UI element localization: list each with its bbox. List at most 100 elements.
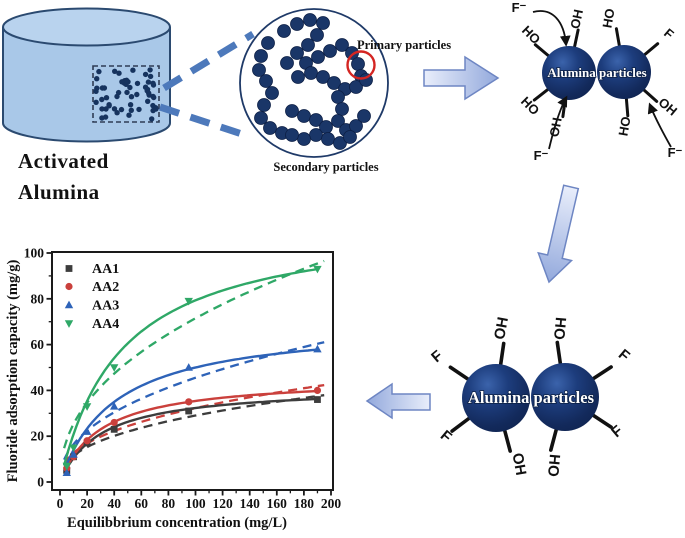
secondary-particle-dot [263,121,277,135]
legend-label-AA4: AA4 [92,317,119,332]
sample-dot [127,102,134,108]
x-tick-label: 60 [135,496,149,511]
ho-label: HO [519,23,543,47]
alumina-sphere [597,45,651,99]
isotherm-chart: Fluoride adsorption capacity (mg/g) Equi… [5,246,341,532]
secondary-particle-dot [311,50,325,64]
hydroxyl-bond-line [555,340,563,366]
secondary-particles-circle [239,8,389,158]
sample-dot [145,79,152,85]
sample-dot [115,89,122,96]
secondary-particle-dot [261,36,275,50]
secondary-particle-dot [280,56,294,70]
sample-dot [149,116,155,122]
sample-dot [94,85,100,91]
data-point-AA3 [313,344,322,353]
secondary-particle-dot [277,24,291,38]
hydroxyl-bond-line [591,413,613,429]
oh-label: OH [491,316,512,341]
secondary-particle-dot [333,136,347,150]
data-point-AA1 [185,407,193,415]
secondary-particle-dot [285,104,299,118]
data-point-AA3 [184,363,193,371]
sample-dot [134,80,141,87]
data-point-AA3 [110,402,119,410]
hydroxyl-bond-line [573,28,580,49]
x-axis-title: Equilibbrium concentration (mg/L) [67,515,287,531]
sample-dot [152,105,159,111]
y-axis-title: Fluoride adsorption capacity (mg/g) [5,259,21,482]
alumina-sphere [531,363,599,431]
hydroxyl-bond-line [591,365,613,381]
sample-dot [96,68,102,75]
data-point-AA2 [185,398,193,406]
data-point-AA3 [62,468,71,477]
data-point-AA3 [69,450,78,458]
secondary-particle-dot [254,49,268,63]
fluoride-ion-label: F⁻ [512,0,527,15]
secondary-particle-dot [331,114,345,128]
secondary-particle-dot [301,38,315,52]
x-tick-label: 100 [185,496,206,511]
sample-dot [111,106,118,112]
sample-dot [118,106,125,113]
hydroxyl-bond-line [548,427,559,452]
hydroxyl-bond-line [533,43,550,58]
process-arrow-left-icon [365,382,431,420]
fluoride-attack-arrow [647,102,672,148]
legend-label-AA1: AA1 [92,262,119,277]
data-point-AA2 [110,418,118,427]
sample-dot [142,71,149,78]
sample-dot [116,70,122,76]
x-tick-label: 160 [267,496,288,511]
secondary-particle-dot [349,119,363,133]
cylinder-top [2,7,171,47]
fluoride-attack-arrow [532,10,571,47]
data-point-AA4 [69,444,78,453]
alumina-sphere [542,46,596,100]
alumina-cylinder [1,7,171,143]
legend-marker-AA3 [64,300,74,309]
ho-label: HO [544,453,563,477]
x-tick-label: 20 [80,496,94,511]
sample-dot [124,89,130,96]
secondary-particle-dot [343,130,357,144]
oh-label: OH [509,452,530,477]
legend-marker-AA1 [65,265,73,272]
zoom-connector-line-bottom [158,103,253,141]
secondary-particle-dot [304,66,318,80]
sample-dot [103,106,109,112]
hydroxyl-bond-line [642,88,659,103]
f-label: F [437,427,455,446]
secondary-particle-dot [303,13,317,27]
secondary-particle-dot [252,63,266,77]
y-tick-label: 20 [31,429,45,444]
sample-dot [126,112,132,118]
secondary-particle-dot [285,128,299,142]
secondary-particle-dot [349,80,363,94]
sample-dot [145,98,151,105]
primary-particles-label: Primary particles [357,38,451,52]
secondary-particle-dot [357,109,371,123]
sample-dot [123,77,130,84]
data-point-AA4 [62,462,71,471]
activated-alumina-label-line1: Activated [18,149,109,173]
sample-dot [150,80,156,87]
secondary-particle-dot [323,44,337,58]
alumina-particles-label-top: Alumina particles [547,65,646,80]
sample-dot [119,79,125,85]
sample-dot [99,106,105,112]
sample-dot [146,90,152,96]
sample-dot [99,96,105,103]
secondary-particle-dot [331,90,345,104]
data-point-AA4 [313,265,322,274]
data-point-AA2 [313,386,322,394]
data-point-AA4 [184,297,193,306]
secondary-particle-dot [345,46,359,60]
hydroxyl-bond-line [498,341,506,367]
zoom-connector-line-top [162,31,255,91]
secondary-particles-label: Secondary particles [273,160,378,174]
hydroxyl-bond-line [624,97,630,118]
secondary-particle-dot [327,76,341,90]
